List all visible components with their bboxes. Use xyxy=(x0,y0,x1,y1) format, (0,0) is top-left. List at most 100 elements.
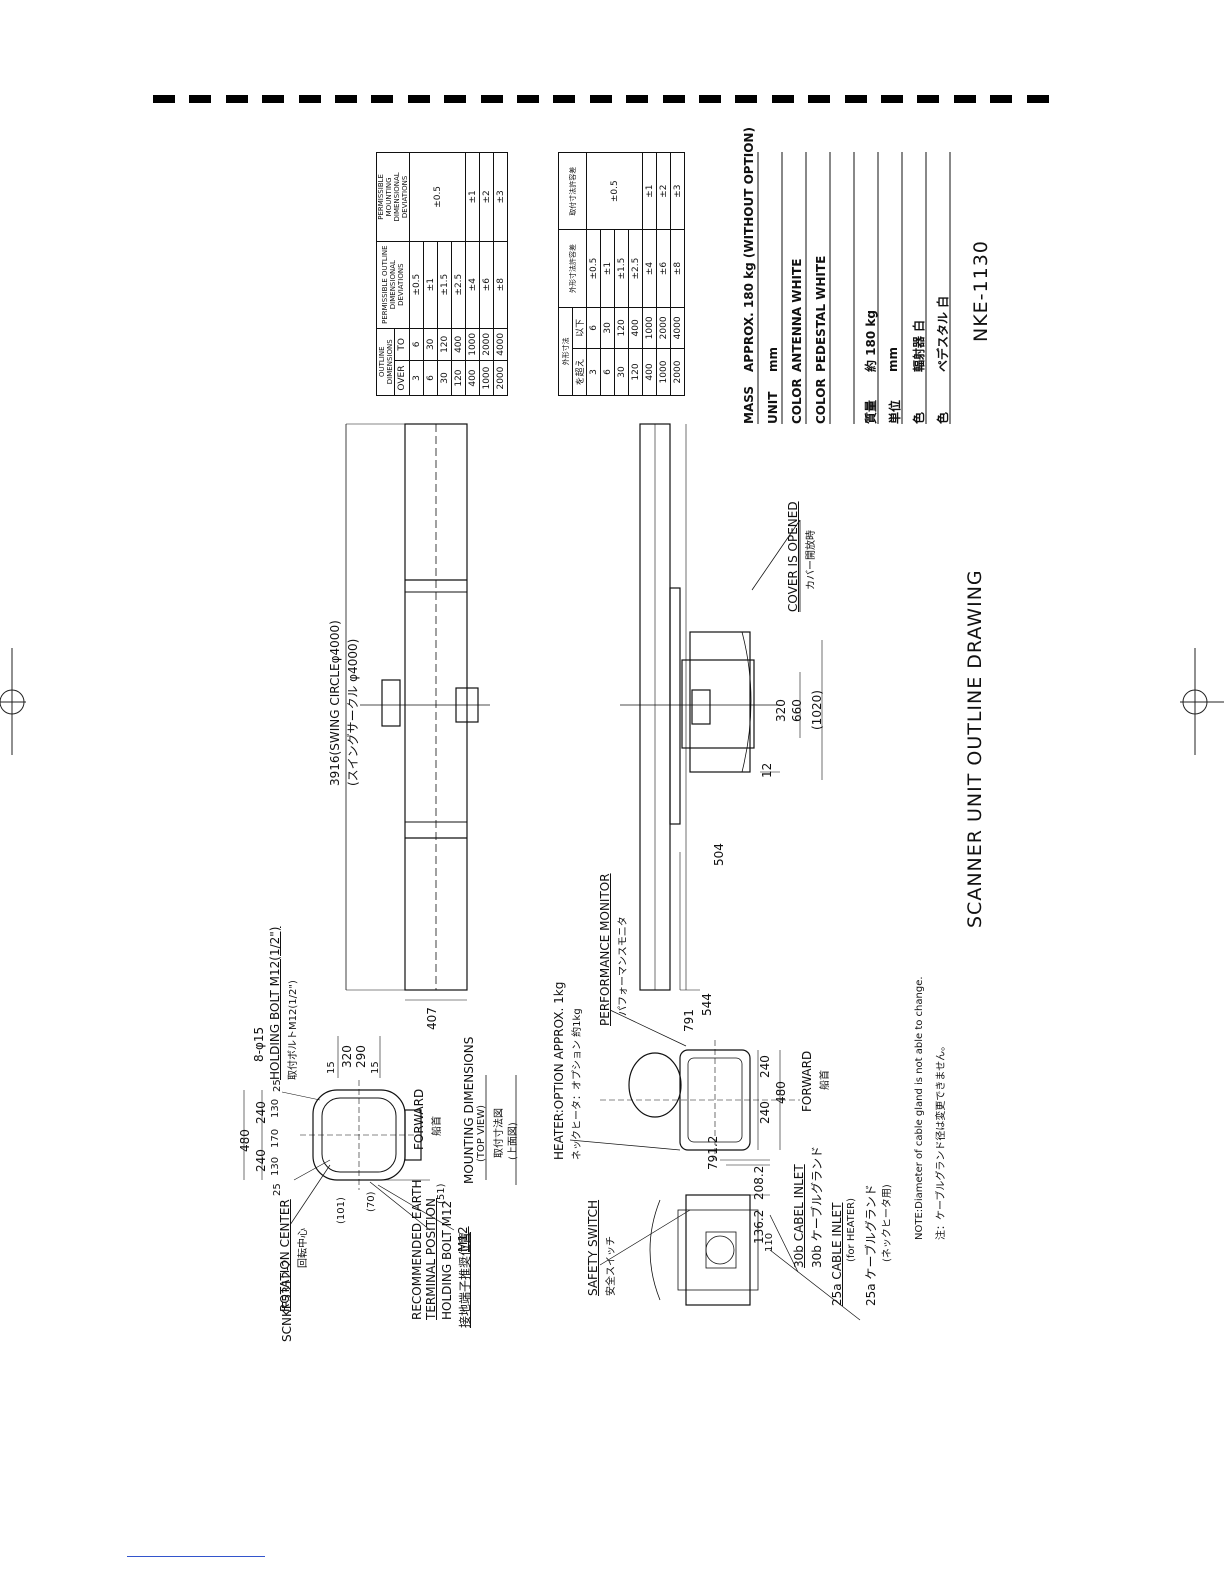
dim-110: 110 xyxy=(764,1232,775,1252)
dim-130b: 130 xyxy=(270,1098,281,1118)
dash-segment xyxy=(407,95,430,103)
forward-label-b: FORWARD xyxy=(800,1050,814,1112)
earth-terminal-label-2: TERMINAL POSITION xyxy=(424,1198,438,1320)
cell-mount-dev: ±1 xyxy=(465,152,480,242)
cell-outline-dev: ±6 xyxy=(479,241,494,329)
dim-660: 660 xyxy=(790,699,804,722)
cell-outline-dev: ±1.5 xyxy=(614,229,629,308)
cell-outline-dev: ±8 xyxy=(493,241,508,329)
holding-bolt-m12-label: HOLDING BOLT M12 xyxy=(440,1200,454,1320)
cell-mount-dev: ±3 xyxy=(493,152,508,242)
cell-mount-dev: ±2 xyxy=(656,152,671,230)
mounting-plan xyxy=(243,1036,517,1190)
dash-segment xyxy=(844,95,867,103)
cell-outline-dev: ±0.5 xyxy=(586,229,601,308)
dim-101: (101) xyxy=(336,1197,347,1224)
cell-mount-dev: ±0.5 xyxy=(586,152,643,230)
dash-segment xyxy=(262,95,285,103)
cell-outline-dev: ±8 xyxy=(670,229,685,308)
cell-over: 1000 xyxy=(479,360,494,396)
cell-to: 120 xyxy=(437,328,452,361)
inlet-25a-sub: (for HEATER) xyxy=(846,1197,857,1262)
dim-15b: 15 xyxy=(370,1061,381,1074)
safety-switch-label-jp: 安全スイッチ xyxy=(606,1236,617,1296)
rotation-center-label: ROTATION CENTER xyxy=(278,1199,292,1312)
cell-to: 1000 xyxy=(642,307,657,349)
dim-544: 544 xyxy=(700,993,714,1016)
dash-segment xyxy=(808,95,831,103)
cell-to: 4000 xyxy=(670,307,685,349)
header-to-jp: 以下 xyxy=(572,307,587,349)
dash-segment xyxy=(153,95,175,103)
cell-outline-dev: ±4 xyxy=(465,241,480,329)
cell-over: 30 xyxy=(614,348,629,396)
cell-to: 30 xyxy=(600,307,615,349)
dim-240a: 240 xyxy=(254,1149,268,1172)
dash-segment xyxy=(225,95,248,103)
header-over-jp: を超え xyxy=(572,348,587,396)
dim-240d: 240 xyxy=(758,1055,772,1078)
dim-480: 480 xyxy=(238,1129,252,1152)
cell-to: 400 xyxy=(628,307,643,349)
inlet-30b-label-jp: 30b ケーブルグランド xyxy=(810,1146,824,1268)
header-permissible-mounting: PERMISSIBLE MOUNTING DIMENSIONAL DEVIATI… xyxy=(376,152,410,242)
dim-1020: (1020) xyxy=(810,690,824,730)
cell-over: 3 xyxy=(586,348,601,396)
spec-value-unit: mm xyxy=(766,346,780,372)
dash-segment xyxy=(990,95,1013,103)
dash-segment xyxy=(517,95,539,103)
dash-segment xyxy=(553,95,576,103)
inlet-25a-label-jp: 25a ケーブルグランド xyxy=(864,1184,878,1306)
spec-value-mass-jp: 約 180 kg xyxy=(864,310,878,372)
cell-to: 2000 xyxy=(656,307,671,349)
cell-over: 2000 xyxy=(493,360,508,396)
model-number: NKE-1130 xyxy=(970,240,992,342)
spec-key-color-antenna-jp: 色 xyxy=(912,411,926,424)
note-label-jp: 注：ケーブルグランド径は変更できません。 xyxy=(936,1040,947,1240)
dim-504: 504 xyxy=(712,843,726,866)
dash-segment xyxy=(735,95,758,103)
dim-791: 791 xyxy=(682,1009,696,1032)
forward-label-b-jp: 船首 xyxy=(820,1070,831,1090)
cell-over: 1000 xyxy=(656,348,671,396)
forward-label-a: FORWARD xyxy=(412,1088,426,1150)
dash-segment xyxy=(953,95,976,103)
mounting-dims-label-jp: 取付寸法図 xyxy=(494,1108,505,1158)
holding-bolt-top-label-jp: 取付ボルトM12(1/2") xyxy=(288,980,299,1080)
dash-segment xyxy=(189,95,212,103)
spec-key-mass: MASS xyxy=(742,386,756,424)
safety-switch-label: SAFETY SWITCH xyxy=(586,1199,600,1296)
cell-to: 4000 xyxy=(493,328,508,361)
dash-segment xyxy=(371,95,394,103)
dash-segment xyxy=(480,95,503,103)
dash-segment xyxy=(335,95,357,103)
mounting-dims-label: MOUNTING DIMENSIONS xyxy=(462,1036,476,1184)
inlet-25a-sub-jp: (ネックヒータ用) xyxy=(882,1184,893,1262)
footer-link-rule xyxy=(127,1556,265,1557)
holes-label: 8-φ15 xyxy=(252,1026,266,1062)
earth-terminal-label-1: RECOMMENDED EARTH xyxy=(410,1179,424,1321)
cell-mount-dev: ±2 xyxy=(479,152,494,242)
cell-to: 6 xyxy=(409,328,424,361)
performance-monitor-label-jp: パフォーマンスモニタ xyxy=(618,916,629,1016)
swing-circle-label-jp: (スイングサークル φ4000) xyxy=(346,638,360,786)
cell-outline-dev: ±1 xyxy=(423,241,438,329)
cell-to: 1000 xyxy=(465,328,480,361)
cell-over: 6 xyxy=(600,348,615,396)
dim-480b: 480 xyxy=(774,1081,788,1104)
top-dashed-rule xyxy=(153,95,1049,103)
header-outline-dimensions-jp: 外形寸法 xyxy=(558,307,573,396)
cell-outline-dev: ±6 xyxy=(656,229,671,308)
cell-over: 3 xyxy=(409,360,424,396)
inlet-25a-label: 25a CABLE INLET xyxy=(830,1202,844,1306)
heater-label-jp: ネックヒータ：オプション 約1kg xyxy=(572,1008,583,1160)
dash-segment xyxy=(444,95,467,103)
spec-key-unit-jp: 単位 xyxy=(888,399,902,424)
cell-over: 400 xyxy=(465,360,480,396)
spec-rules xyxy=(757,152,951,424)
spec-key-color-pedestal-jp: 色 xyxy=(936,411,950,424)
cover-opened-label: COVER IS OPENED xyxy=(786,501,800,612)
